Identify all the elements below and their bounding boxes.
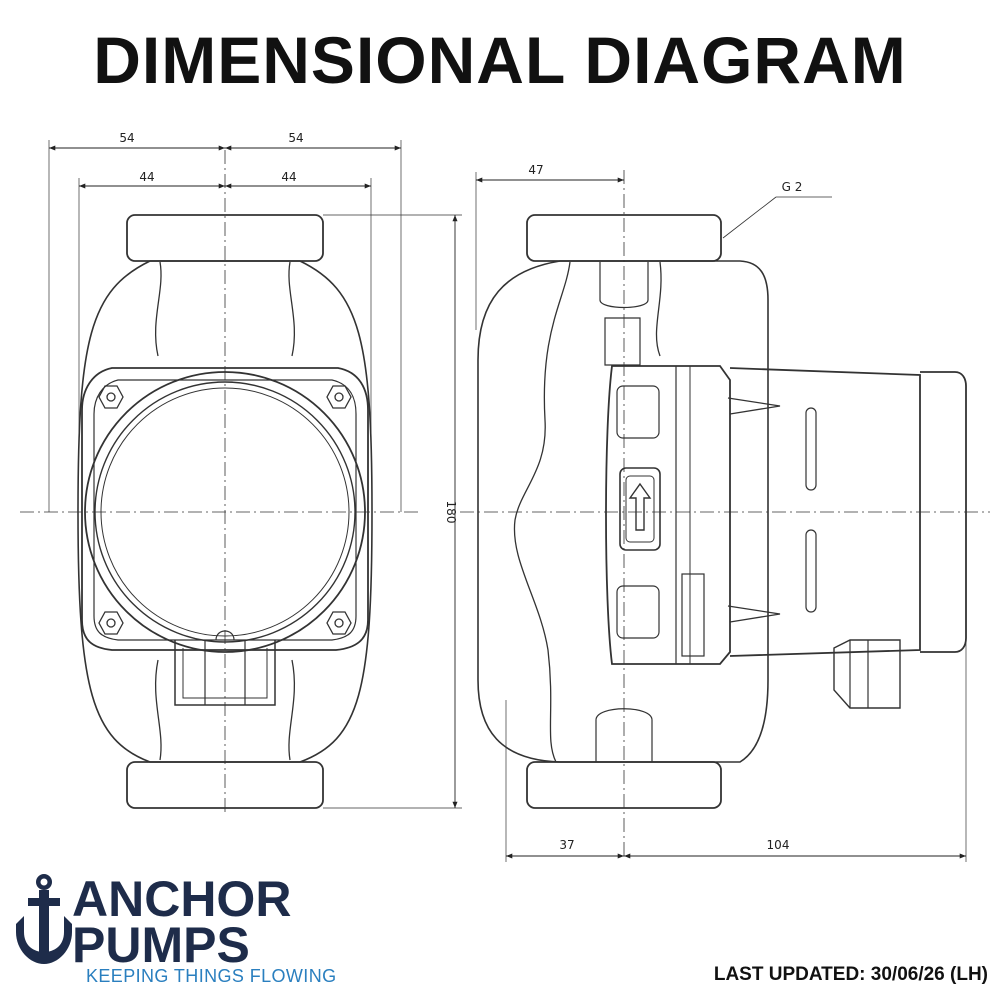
brand-tagline: KEEPING THINGS FLOWING (86, 966, 337, 986)
dim-front-left-inner: 44 (139, 170, 154, 184)
dim-height: 180 (444, 501, 458, 524)
side-view (460, 170, 990, 862)
dim-side-bottom-left: 37 (559, 838, 574, 852)
brand-name-line1: ANCHOR (72, 871, 292, 927)
dim-thread: G 2 (782, 180, 803, 194)
page-title: DIMENSIONAL DIAGRAM (93, 23, 907, 97)
dim-front-right-inner: 44 (281, 170, 296, 184)
front-dimension-lines (49, 145, 458, 808)
brand-name-line2: PUMPS (72, 917, 250, 973)
front-view (20, 140, 462, 812)
dim-front-left-outer: 54 (119, 131, 134, 145)
last-updated-text: LAST UPDATED: 30/06/26 (LH) (713, 964, 988, 985)
dim-side-top: 47 (528, 163, 543, 177)
dim-front-right-outer: 54 (288, 131, 303, 145)
dim-side-bottom-right: 104 (767, 838, 790, 852)
side-dimension-lines (476, 177, 966, 859)
anchor-icon (16, 874, 72, 964)
